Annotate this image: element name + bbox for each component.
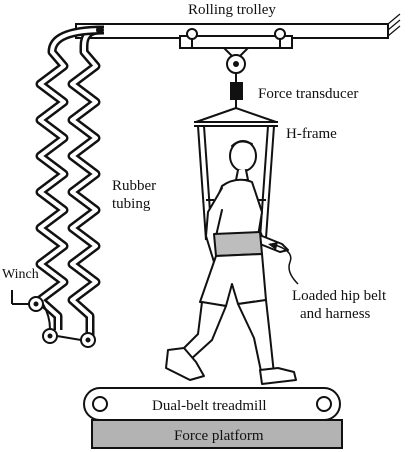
label-force-platform: Force platform — [174, 428, 264, 444]
force-transducer — [230, 82, 243, 108]
label-h-frame: H-frame — [286, 126, 337, 142]
label-rubber: Rubber — [112, 178, 156, 194]
h-frame — [194, 106, 278, 241]
label-force-transducer: Force transducer — [258, 86, 358, 102]
rubber-tubing — [35, 25, 105, 338]
label-winch: Winch — [2, 267, 39, 282]
walking-person — [165, 140, 297, 385]
force-platform — [91, 419, 343, 449]
label-hip-belt: Loaded hip belt — [292, 288, 387, 304]
winch-pulleys — [11, 290, 96, 348]
hip-belt-pointer-head — [268, 242, 278, 250]
label-tubing: tubing — [112, 196, 151, 212]
trolley-carriage — [179, 28, 293, 82]
label-treadmill: Dual-belt treadmill — [152, 398, 267, 414]
label-harness: and harness — [300, 306, 371, 322]
label-rolling-trolley: Rolling trolley — [188, 2, 276, 18]
hip-belt-pointer — [269, 243, 299, 285]
